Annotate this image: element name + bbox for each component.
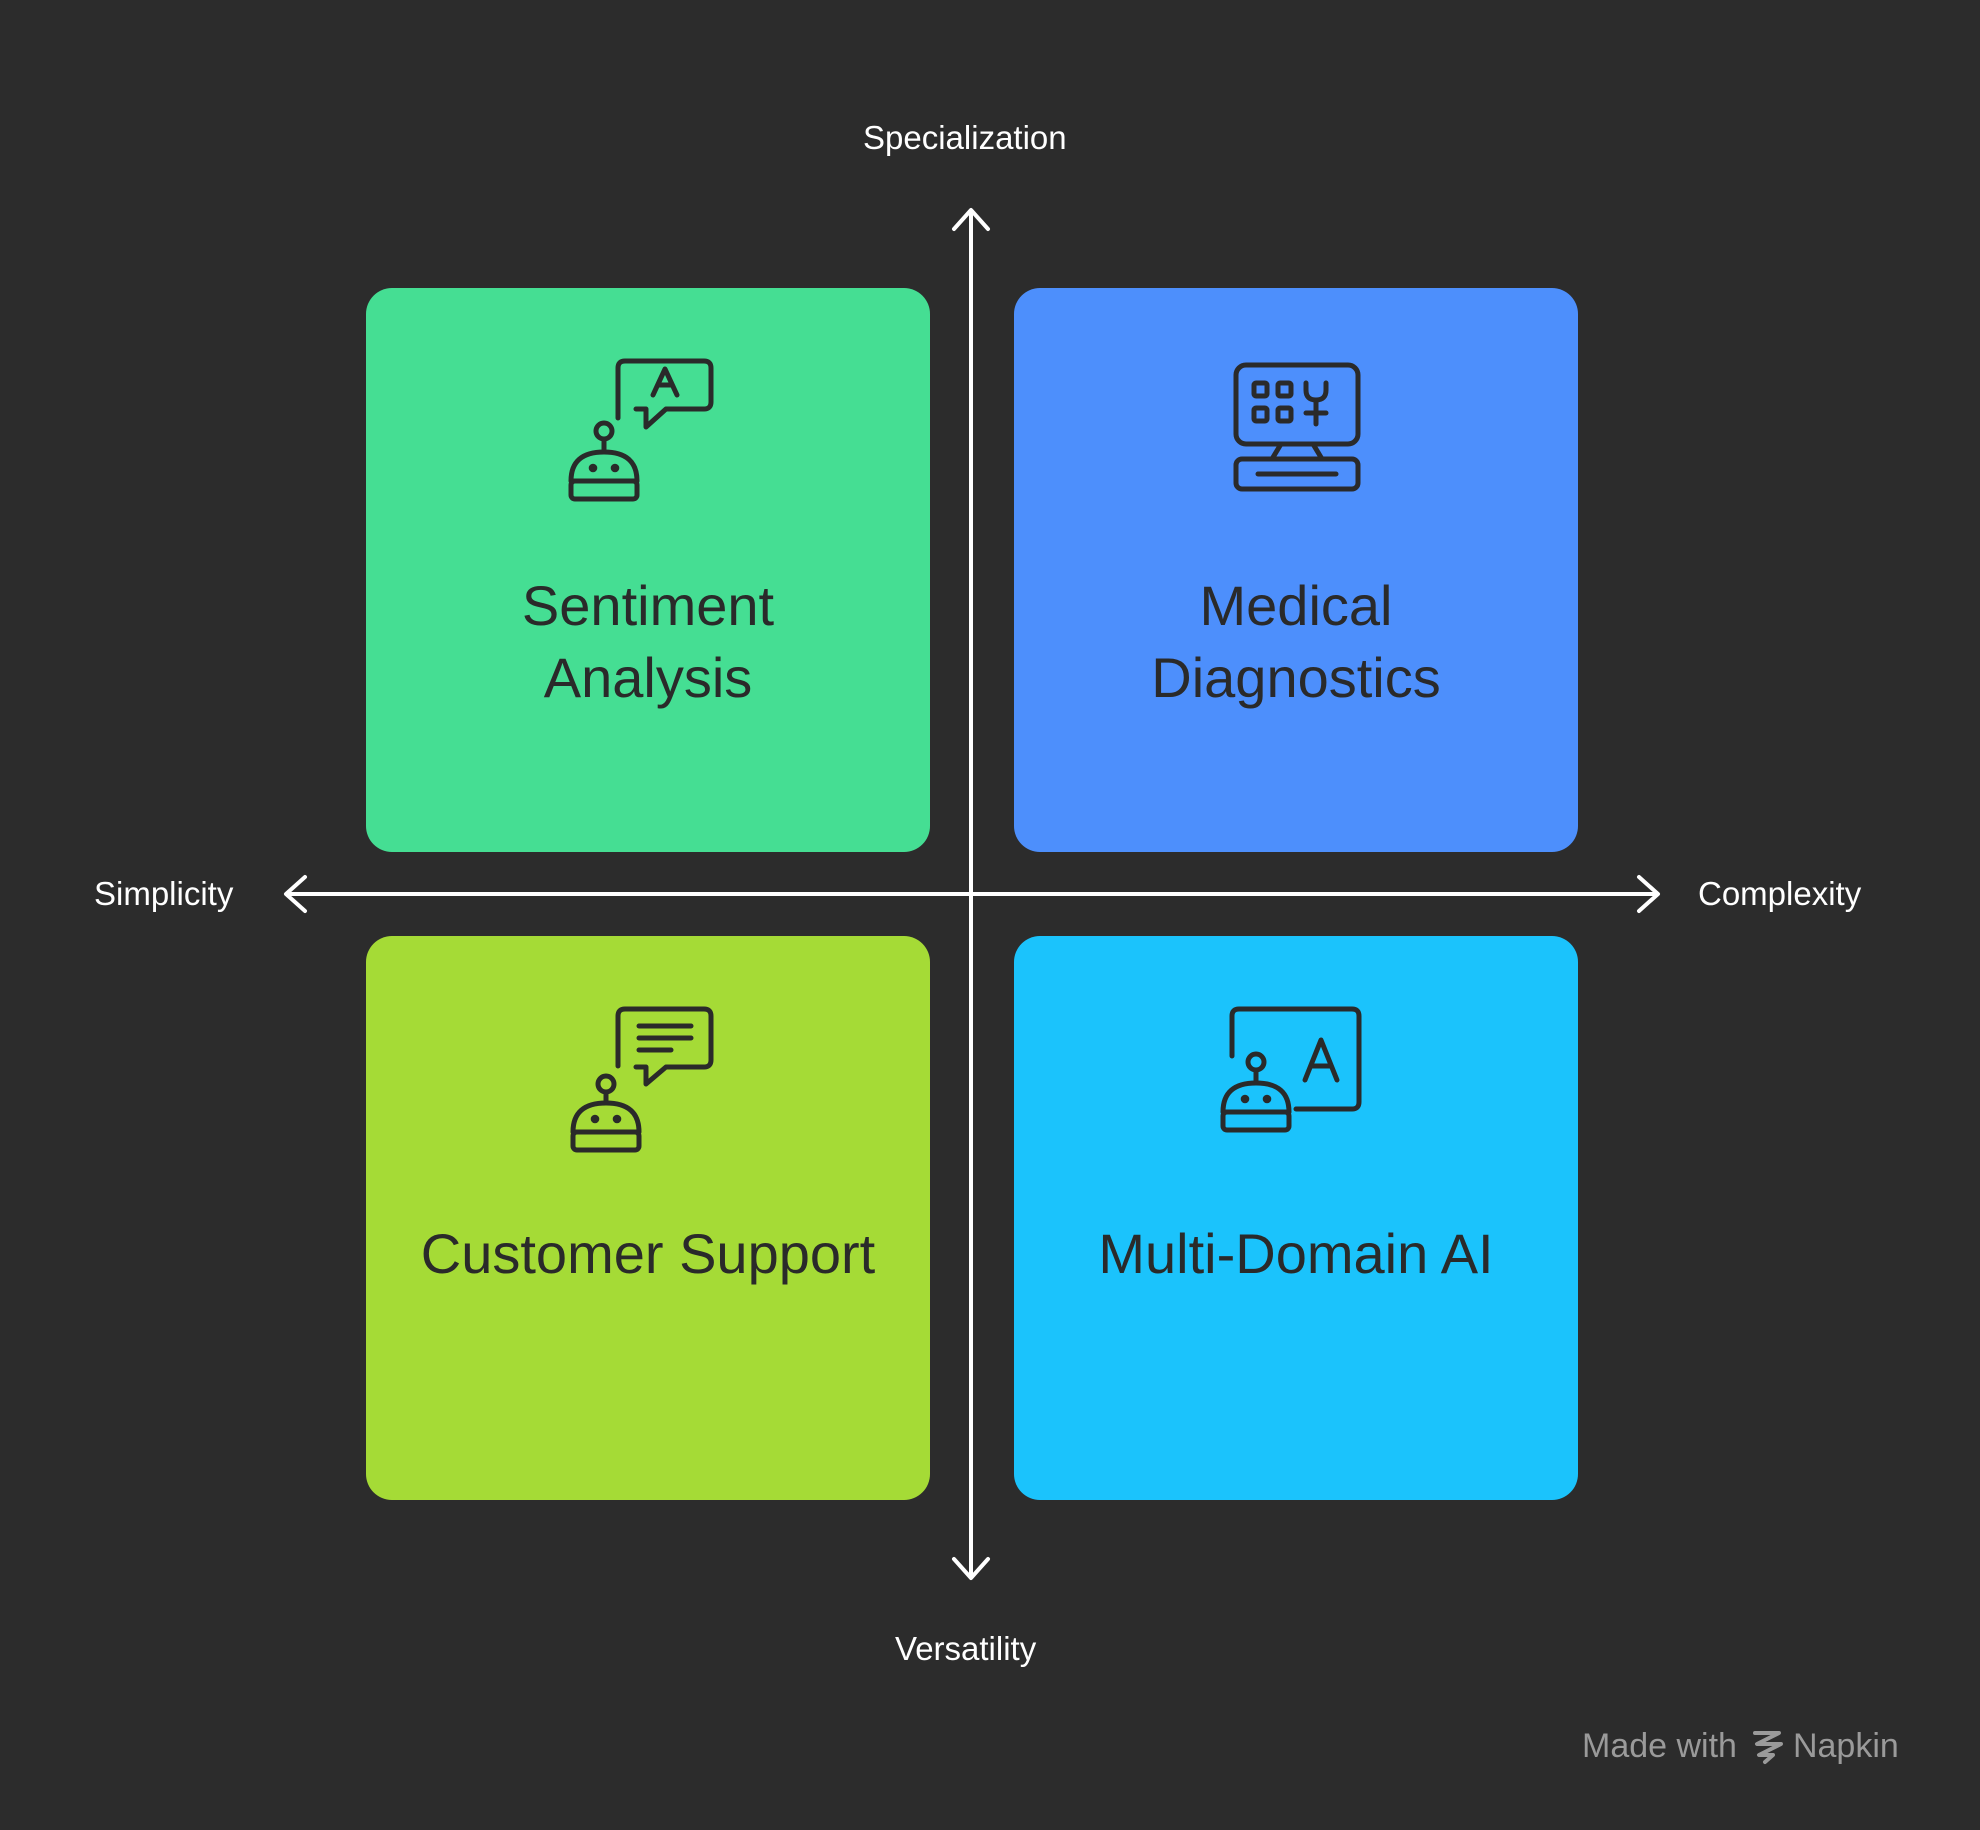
computer-keyboard-icon <box>1233 362 1361 492</box>
axis-label-top: Specialization <box>863 119 1067 156</box>
axis-label-bottom: Versatility <box>895 1630 1037 1667</box>
quadrant-title-line: Analysis <box>543 646 753 709</box>
right-arrow-head <box>1637 875 1660 913</box>
robot-screen-letter-icon <box>1220 1006 1362 1133</box>
robot-speech-letter-icon <box>568 358 714 502</box>
quadrant-sentiment-analysis: Sentiment Analysis <box>366 288 930 852</box>
axis-label-right: Complexity <box>1698 875 1862 912</box>
footer-attribution[interactable]: Made with Napkin <box>1582 1725 1899 1767</box>
napkin-logo-icon <box>1752 1731 1783 1764</box>
quadrant-multi-domain-ai: Multi-Domain AI <box>1014 936 1578 1500</box>
quadrant-title-line: Medical <box>1199 574 1393 637</box>
quadrant-title-line: Sentiment <box>521 574 775 637</box>
footer-made-with: Made with <box>1582 1727 1737 1765</box>
up-arrow-head <box>952 208 990 231</box>
quadrant-title-line: Multi-Domain AI <box>1098 1222 1494 1285</box>
axis-label-left: Simplicity <box>94 875 234 912</box>
footer-brand: Napkin <box>1792 1727 1899 1765</box>
quadrant-title-line: Diagnostics <box>1151 646 1441 709</box>
quadrant-title-line: Customer Support <box>420 1222 876 1285</box>
robot-chat-icon <box>570 1006 714 1153</box>
quadrant-medical-diagnostics: Medical Diagnostics <box>1014 288 1578 852</box>
down-arrow-head <box>952 1557 990 1580</box>
left-arrow-head <box>284 875 307 913</box>
quadrant-customer-support: Customer Support <box>366 936 930 1500</box>
